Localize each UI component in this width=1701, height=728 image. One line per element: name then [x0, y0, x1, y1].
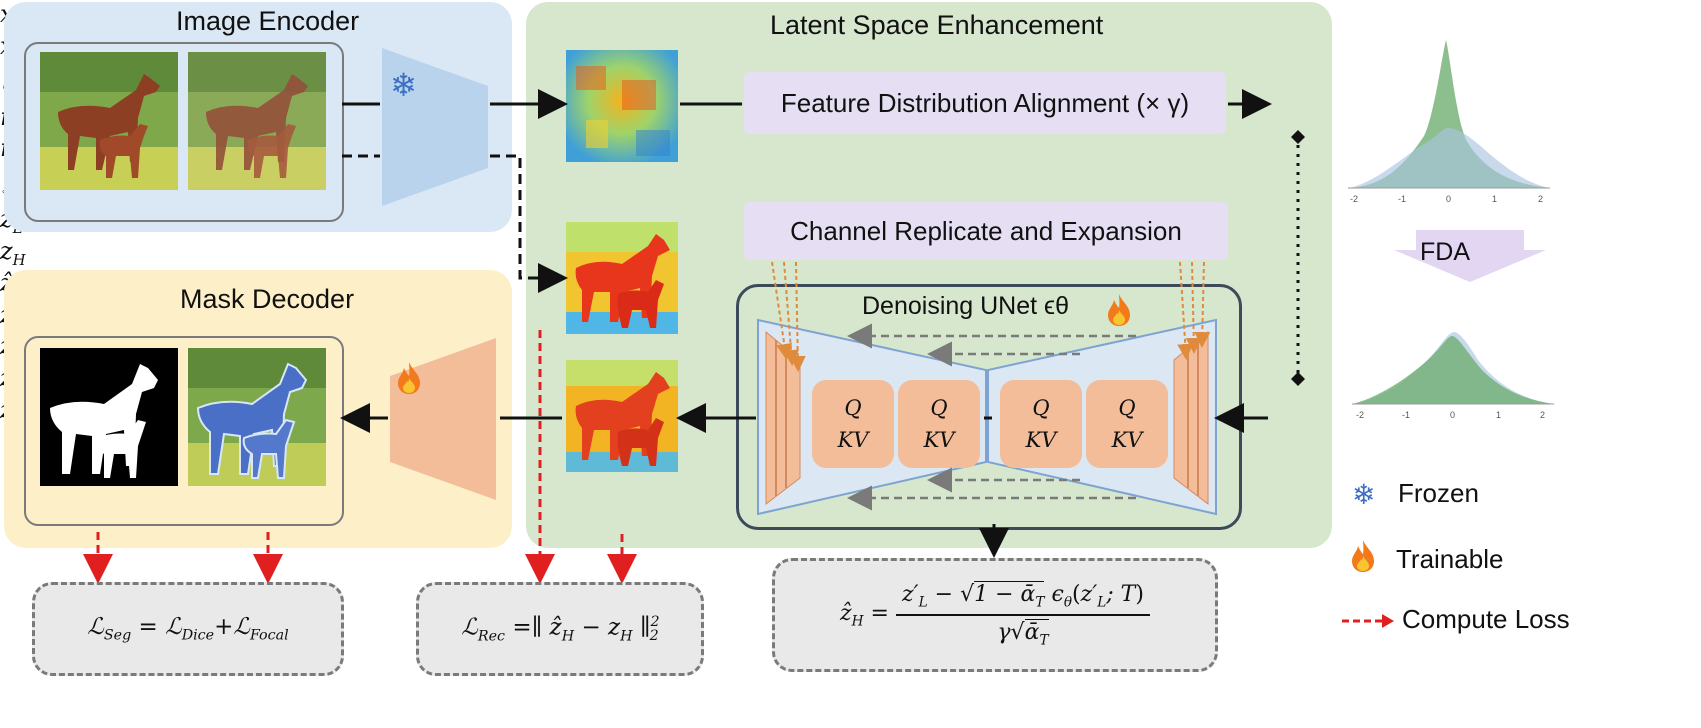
attention-kv: KV: [837, 428, 869, 452]
attention-block-3: Q KV: [1000, 380, 1082, 468]
horse-photo-high-res: [40, 52, 178, 190]
snowflake-icon: ❄: [1352, 479, 1376, 510]
tick-bottom-1: -1: [1402, 410, 1410, 420]
encoder-block: [382, 48, 488, 206]
tick-top-2: 0: [1446, 194, 1451, 204]
reconstruction-loss-box: ℒRec =∥ ẑH − zH ∥22: [416, 582, 704, 676]
label-z-high: zH: [0, 236, 26, 269]
segmentation-loss: ℒSeg = ℒDice+ℒFocal: [87, 614, 289, 644]
tick-bottom-2: 0: [1450, 410, 1455, 420]
tick-bottom-3: 1: [1496, 410, 1501, 420]
tick-bottom-0: -2: [1356, 410, 1364, 420]
mask-decoder-title: Mask Decoder: [180, 284, 355, 314]
unet-title: Denoising UNet ϵθ: [862, 292, 1069, 321]
snowflake-icon: ❄: [390, 67, 417, 103]
tick-top-0: -2: [1350, 194, 1358, 204]
image-encoder-title: Image Encoder: [176, 6, 360, 36]
attention-kv: KV: [1111, 428, 1143, 452]
distribution-plot-top: -2 -1 0 1 2: [1348, 40, 1550, 204]
attention-q: Q: [844, 396, 862, 420]
attention-block-1: Q KV: [812, 380, 894, 468]
attention-kv: KV: [1025, 428, 1057, 452]
fire-icon: [394, 360, 424, 401]
ground-truth-mask: [40, 348, 178, 486]
fda-module: Feature Distribution Alignment (× γ): [744, 72, 1226, 134]
z-hat-formula: ẑH = z′L − √1 − ᾱT ϵθ(z′L; T) γ√ᾱT: [840, 580, 1150, 648]
horse-photo-low-res: [188, 52, 326, 190]
fire-icon: [1104, 292, 1134, 333]
attention-q: Q: [930, 396, 948, 420]
tick-top-3: 1: [1492, 194, 1497, 204]
red-dashed-arrow-icon: [1342, 614, 1394, 628]
fda-label: FDA: [1420, 238, 1470, 266]
predicted-mask-overlay: [188, 348, 326, 486]
legend-trainable: Trainable: [1396, 544, 1504, 574]
fda-arrow: [1394, 230, 1546, 282]
tick-bottom-4: 2: [1540, 410, 1545, 420]
attention-block-2: Q KV: [898, 380, 980, 468]
unet-title-text: Denoising UNet ϵθ: [862, 292, 1069, 320]
attention-q: Q: [1032, 396, 1050, 420]
latent-space-title: Latent Space Enhancement: [770, 10, 1104, 40]
channel-replicate-module: Channel Replicate and Expansion: [744, 202, 1228, 260]
legend-frozen: Frozen: [1398, 478, 1479, 508]
attention-kv: KV: [923, 428, 955, 452]
attention-q: Q: [1118, 396, 1136, 420]
heatmap-z-low: [566, 50, 678, 162]
fire-icon: [1348, 538, 1378, 579]
attention-block-4: Q KV: [1086, 380, 1168, 468]
legend-compute-loss: Compute Loss: [1402, 604, 1570, 634]
distribution-plot-bottom: -2 -1 0 1 2: [1352, 332, 1554, 420]
segmentation-loss-box: ℒSeg = ℒDice+ℒFocal: [32, 582, 344, 676]
tick-top-1: -1: [1398, 194, 1406, 204]
tick-top-4: 2: [1538, 194, 1543, 204]
z-hat-formula-box: ẑH = z′L − √1 − ᾱT ϵθ(z′L; T) γ√ᾱT: [772, 558, 1218, 672]
heatmap-z-high: [566, 222, 678, 334]
input-images-frame: [24, 42, 344, 222]
heatmap-z-hat: [566, 360, 678, 472]
reconstruction-loss: ℒRec =∥ ẑH − zH ∥22: [461, 613, 660, 645]
